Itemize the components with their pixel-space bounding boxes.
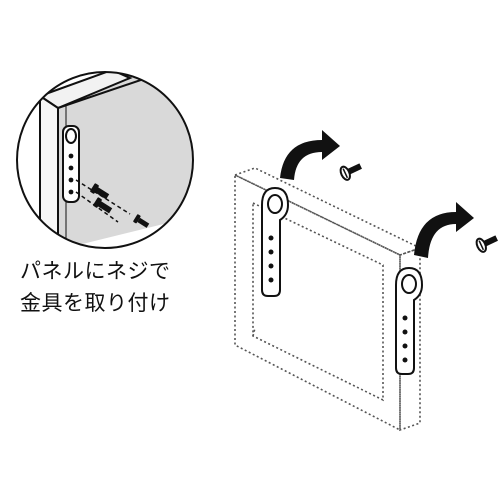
screw-left	[339, 163, 362, 181]
caption-line-1: パネルにネジで	[20, 259, 171, 283]
screw-right	[475, 235, 498, 253]
bracket-detail	[62, 125, 80, 203]
bracket-left	[261, 186, 290, 297]
detail-magnifier	[16, 71, 194, 249]
panel-face	[58, 78, 193, 248]
caption-line-2: 金具を取り付け	[20, 291, 171, 315]
bracket-right	[395, 266, 424, 375]
screws-detail	[75, 179, 150, 228]
arrow-left	[280, 130, 340, 180]
arrow-right	[414, 202, 474, 258]
